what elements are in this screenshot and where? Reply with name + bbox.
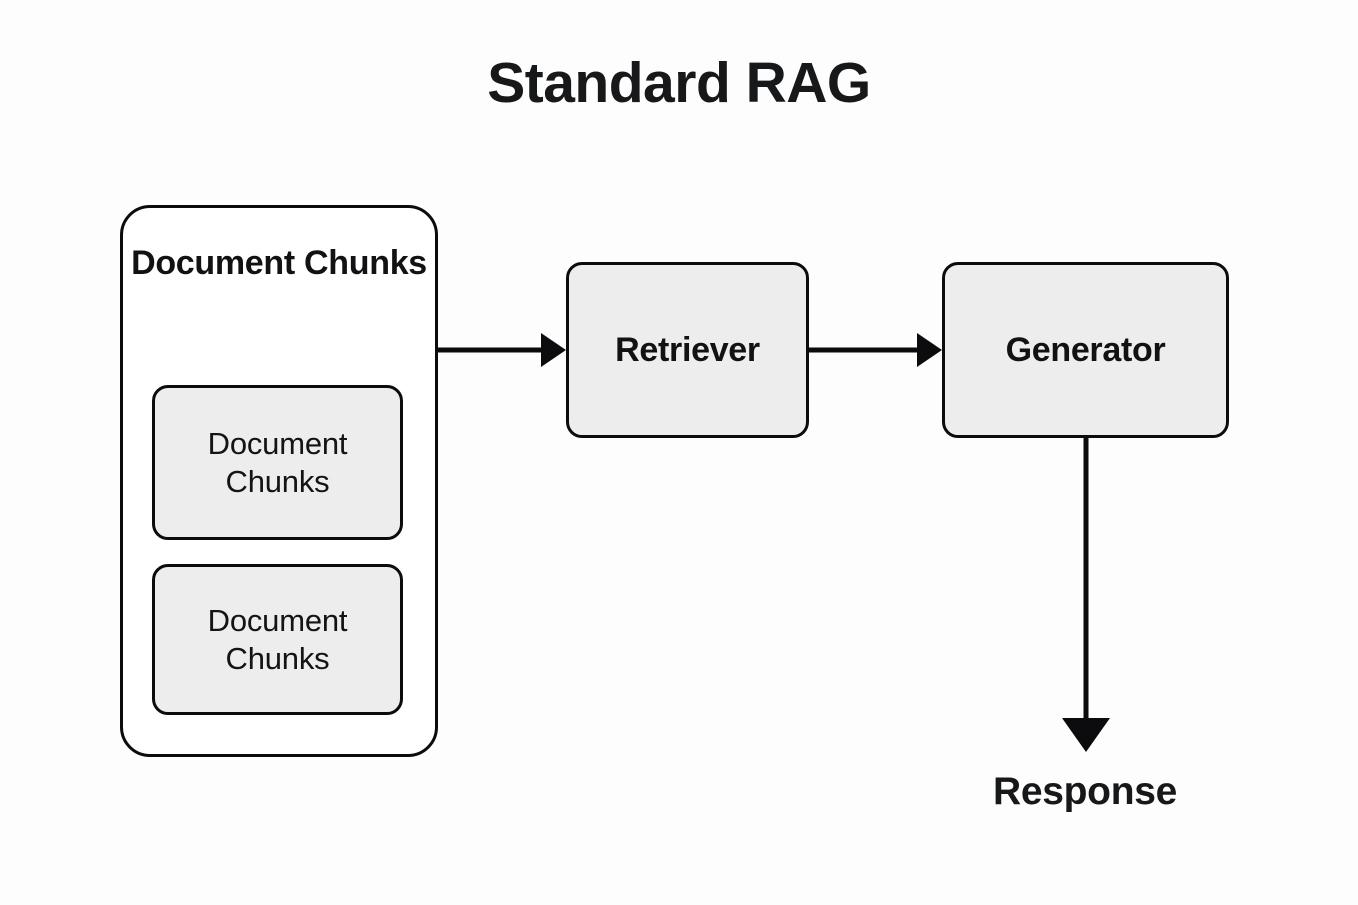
- document-store-container: Document Chunks Document Chunks Document…: [120, 205, 438, 757]
- document-chunk-label: Document Chunks: [207, 602, 348, 676]
- document-chunk-box-1: Document Chunks: [152, 385, 403, 540]
- document-chunk-label: Document Chunks: [207, 425, 348, 499]
- retriever-node: Retriever: [566, 262, 809, 438]
- retriever-label: Retriever: [615, 331, 760, 369]
- generator-node: Generator: [942, 262, 1229, 438]
- document-store-title: Document Chunks: [131, 244, 427, 282]
- arrow-retriever-to-generator: [809, 333, 942, 367]
- generator-label: Generator: [1005, 331, 1166, 369]
- page-title: Standard RAG: [487, 51, 871, 115]
- response-label: Response: [993, 770, 1177, 813]
- arrow-generator-to-response: [1062, 438, 1110, 752]
- arrow-store-to-retriever: [438, 333, 566, 367]
- document-chunk-box-2: Document Chunks: [152, 564, 403, 715]
